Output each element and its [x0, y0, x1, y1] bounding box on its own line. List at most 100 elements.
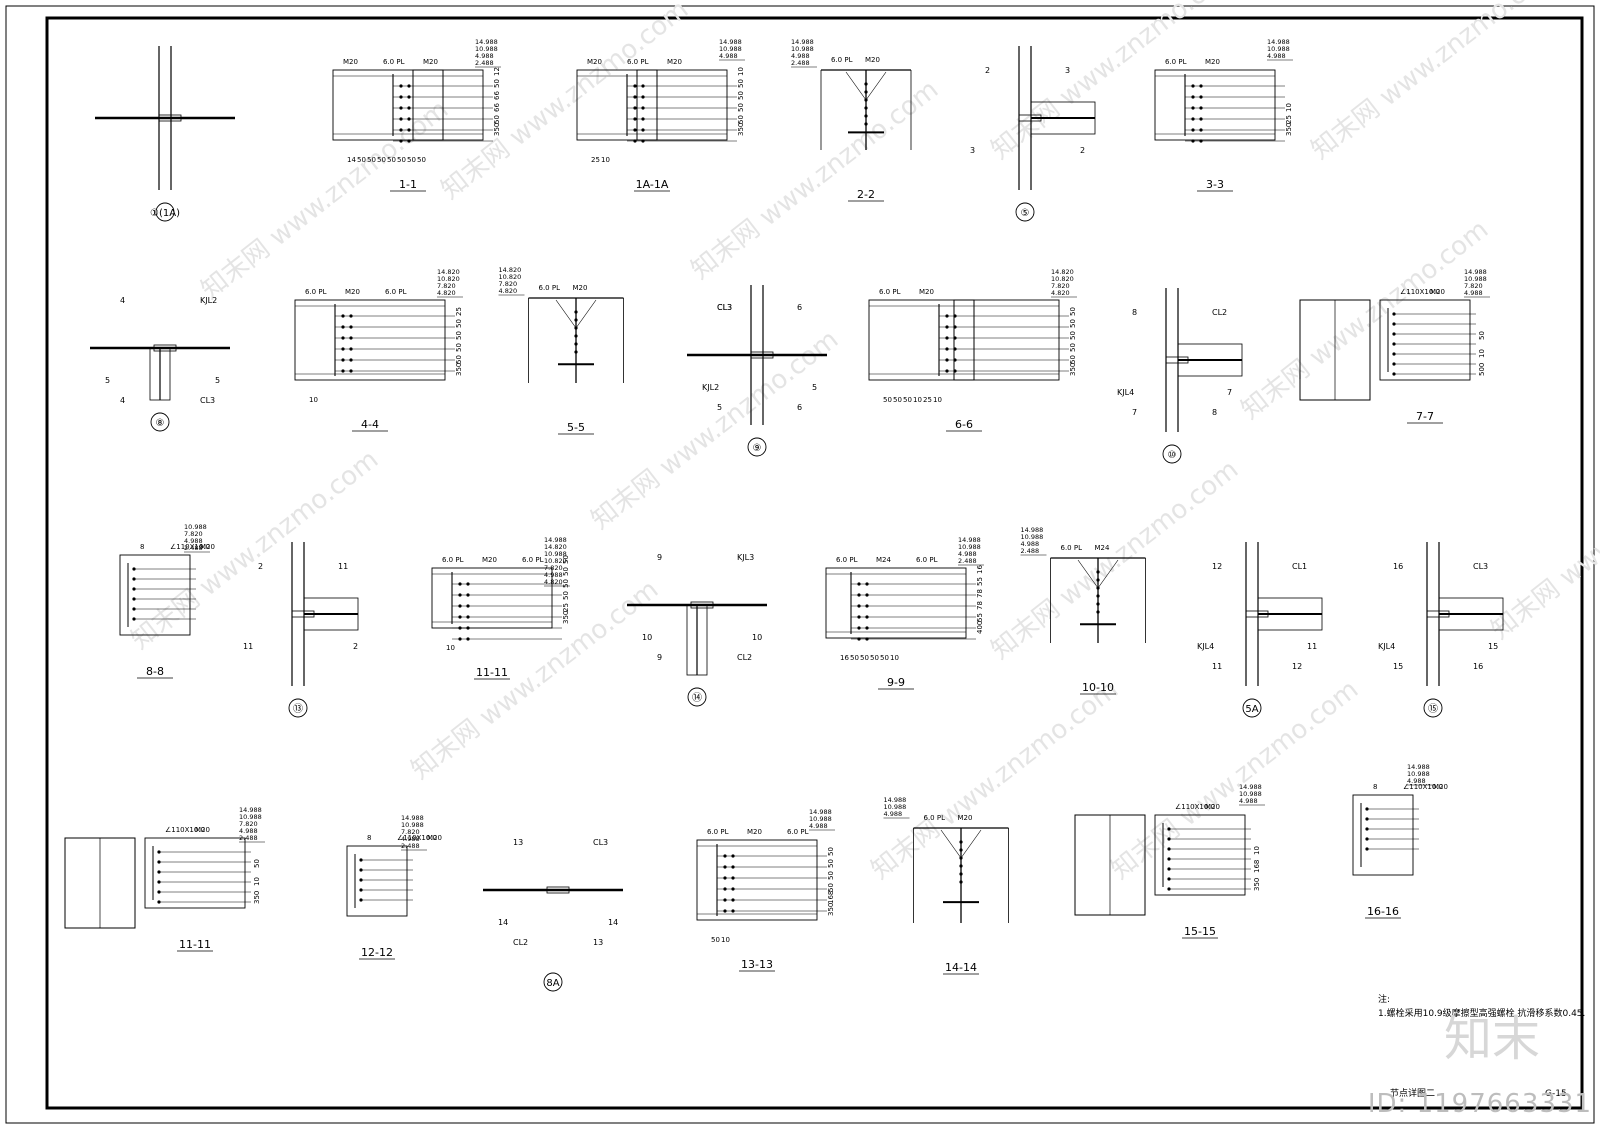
dimension-label: 400 — [976, 621, 984, 634]
weld-leader — [555, 299, 577, 329]
dimension-label: 50 — [562, 579, 570, 588]
detail-title: 1-1 — [399, 178, 417, 191]
section-cut-label: CL2 — [1212, 308, 1227, 317]
general-note: 注: 1.螺栓采用10.9级摩擦型高强螺栓,抗滑移系数0.45. — [1378, 993, 1585, 1019]
detail-title: 3-3 — [1206, 178, 1224, 191]
detail-marker-circle — [150, 412, 170, 432]
bolt — [1096, 602, 1100, 606]
dimension-label: 50 — [455, 355, 463, 364]
detail-d1: ①(1A) — [95, 46, 235, 222]
detail-d13: 14.98810.9887.8204.988∠110X10.0M20500105… — [1299, 268, 1490, 424]
dimension-label: 50 — [883, 396, 892, 404]
callout-label: ∠110X10.0 — [1400, 288, 1440, 296]
elevation-label: 4.988 — [1239, 797, 1258, 805]
elevation-label: 2.488 — [184, 544, 203, 552]
weld-leader — [960, 829, 982, 859]
section-cut-label: 14 — [498, 918, 508, 927]
connection-plate — [1018, 114, 1042, 122]
detail-marker-circle — [155, 202, 175, 222]
bolt — [959, 880, 963, 884]
dimension-label: 55 — [976, 577, 984, 586]
section-cut-label: 10 — [752, 633, 762, 642]
detail-marker: ⑤ — [1021, 208, 1030, 219]
dimension-label: 25 — [455, 307, 463, 316]
elevation-label: 4.988 — [1464, 289, 1483, 297]
bolt — [574, 350, 578, 354]
dimension-label: 66 — [493, 91, 501, 100]
dimension-label: 16 — [840, 654, 849, 662]
dimension-label: 50 — [827, 847, 835, 856]
secondary-outline — [149, 347, 171, 401]
elevation-label: 10.988 — [184, 523, 207, 531]
section-cut-label: KJL4 — [1117, 388, 1134, 397]
section-cut-label: 2 — [258, 562, 263, 571]
elevation-label: 14.988 — [239, 806, 262, 814]
dimension-label: 50 — [860, 654, 869, 662]
section-cut-label: 12 — [1292, 662, 1302, 671]
bolt — [864, 114, 868, 118]
dimension-label: 50 — [493, 115, 501, 124]
beam-outline — [696, 839, 818, 921]
dimension-label: 50 — [455, 319, 463, 328]
section-cut-label: 7 — [1227, 388, 1232, 397]
callout-label: 8 — [1373, 783, 1377, 791]
section-cut-label: CL3 — [717, 303, 732, 312]
dimension-label: 50 — [737, 79, 745, 88]
callout-label: 6.0 PL — [305, 288, 327, 296]
section-cut-label: 15 — [1393, 662, 1403, 671]
bolt — [864, 106, 868, 110]
elevation-label: 7.820 — [1464, 282, 1483, 290]
section-cut-label: KJL4 — [1378, 642, 1395, 651]
callout-label: 6.0 PL — [916, 556, 938, 564]
elevation-label: 10.820 — [1051, 275, 1074, 283]
section-cut-label: KJL3 — [737, 553, 754, 562]
elevation-label: 7.820 — [184, 530, 203, 538]
dimension-label: 25 — [923, 396, 932, 404]
elevation-label: 4.988 — [884, 810, 903, 818]
elevation-label: 10.988 — [1021, 533, 1044, 541]
detail-marker-circle — [288, 698, 308, 718]
section-cut-label: CL3 — [200, 396, 215, 405]
detail-title: 6-6 — [955, 418, 973, 431]
watermark-brand: 知末 — [1443, 1011, 1540, 1067]
elevation-label: 4.820 — [544, 578, 563, 586]
callout-label: M20 — [667, 58, 682, 66]
section-cut-label: 8 — [1132, 308, 1137, 317]
detail-d22: 14.98810.9887.8204.9882.488∠110X10.0M203… — [64, 806, 265, 952]
dimension-label: 78 — [976, 589, 984, 598]
dimension-label: 50 — [827, 871, 835, 880]
detail-marker: ⑭ — [692, 692, 702, 704]
dimension-label: 50 — [737, 91, 745, 100]
elevation-label: 10.988 — [239, 813, 262, 821]
elevation-label: 10.988 — [1407, 770, 1430, 778]
detail-marker-circle — [687, 687, 707, 707]
callout-label: M20 — [958, 814, 973, 822]
dimension-label: 10 — [721, 936, 730, 944]
section-cut-label: 6 — [797, 303, 802, 312]
callout-label: ∠110X10.0 — [1175, 803, 1215, 811]
detail-marker-circle — [1242, 698, 1262, 718]
elevation-label: 14.988 — [475, 38, 498, 46]
dimension-label: 350 — [1069, 363, 1077, 376]
dimension-label: 50 — [455, 343, 463, 352]
elevation-label: 14.820 — [1051, 268, 1074, 276]
section-cut-label: CL3 — [717, 303, 732, 312]
bolt — [1096, 610, 1100, 614]
dimension-label: 50 — [562, 555, 570, 564]
callout-label: 6.0 PL — [787, 828, 809, 836]
detail-marker-circle — [543, 972, 563, 992]
elevation-label: 4.988 — [1267, 52, 1286, 60]
connection-plate — [153, 344, 177, 352]
callout-label: M20 — [423, 58, 438, 66]
callout-label: 6.0 PL — [924, 814, 946, 822]
elevation-label: 4.988 — [239, 827, 258, 835]
detail-title: 10-10 — [1082, 681, 1114, 694]
elevation-label: 2.488 — [475, 59, 494, 67]
elevation-label: 14.988 — [809, 808, 832, 816]
